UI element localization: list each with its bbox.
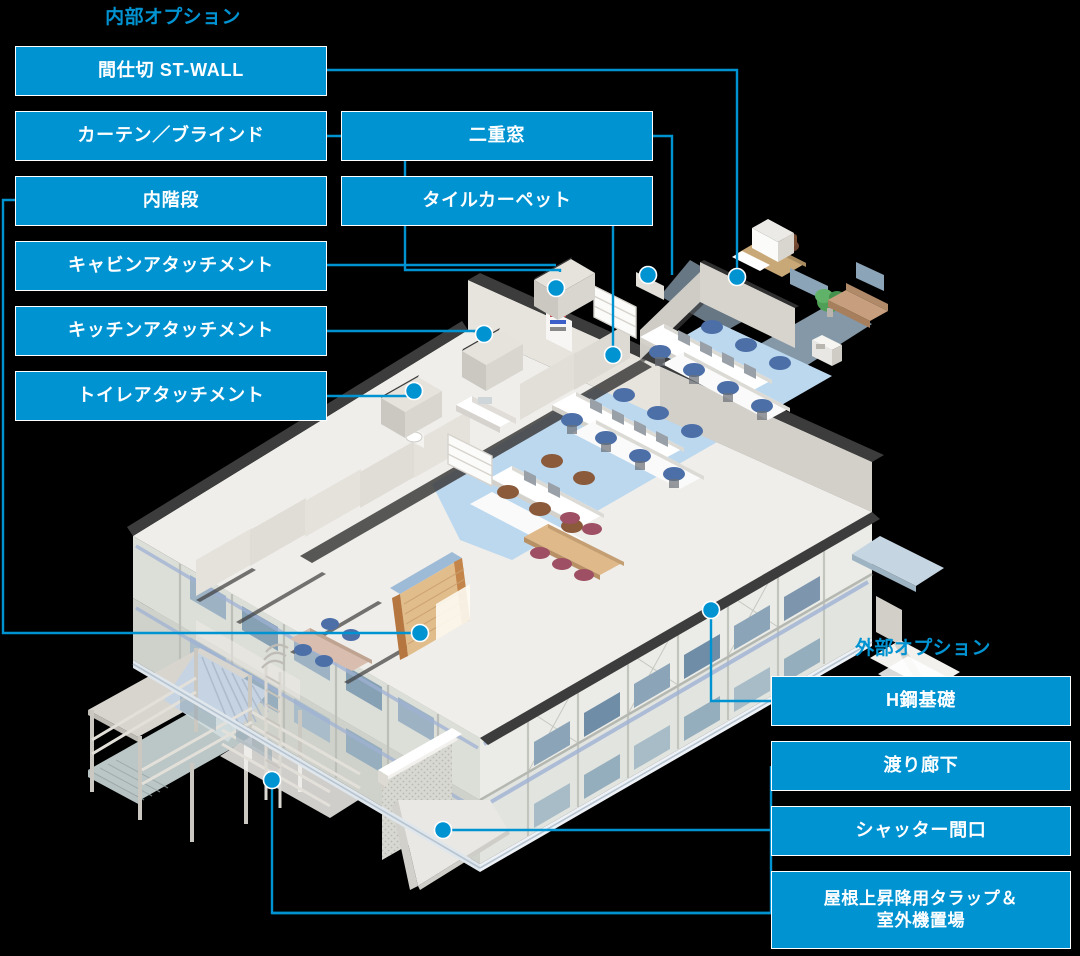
option-box-st-wall[interactable]: 間仕切 ST-WALL xyxy=(15,46,327,96)
meeting-table-small xyxy=(290,618,372,671)
open-office-furniture xyxy=(290,320,791,671)
interior-section-title: 内部オプション xyxy=(105,7,241,28)
option-box-inner-stairs[interactable]: 内階段 xyxy=(15,176,327,226)
windows-se-lower xyxy=(534,638,820,828)
dot-shutter xyxy=(433,820,453,840)
meeting-table xyxy=(524,512,624,581)
option-box-kitchen-attachment[interactable]: キッチンアタッチメント xyxy=(15,306,327,356)
exec-desk xyxy=(736,240,806,277)
option-box-shutter-opening[interactable]: シャッター間口 xyxy=(771,806,1071,856)
building-group xyxy=(88,219,968,890)
connector-walkway xyxy=(270,766,773,915)
exec-desk-return xyxy=(732,251,770,271)
dot-tile-carpet xyxy=(603,345,623,365)
shutter-ramp xyxy=(398,800,508,886)
wall-southwest-top-edge xyxy=(127,321,468,536)
shelving-units xyxy=(447,284,637,488)
chairs-brown-c xyxy=(497,454,595,533)
option-box-tile-carpet[interactable]: タイルカーペット xyxy=(341,176,653,226)
connector-curtain-b xyxy=(414,268,562,272)
reception-window xyxy=(856,262,884,291)
facade-floor-line-se xyxy=(479,572,873,802)
attachment-modules xyxy=(381,257,595,438)
connector-st-wall xyxy=(327,68,739,277)
chairs-blue-a xyxy=(649,320,791,413)
connector-h-steel xyxy=(709,610,771,703)
dot-cabin xyxy=(546,278,566,298)
option-box-h-steel-foundation[interactable]: H鋼基礎 xyxy=(771,676,1071,726)
dot-inner-stairs xyxy=(410,623,430,643)
floor-carpet-reception xyxy=(760,304,872,366)
sofa xyxy=(828,283,888,328)
connector-double-window xyxy=(653,134,674,275)
desk-cluster-b xyxy=(552,388,704,489)
entrance-door xyxy=(876,596,902,646)
toilet-attachment-module xyxy=(381,375,442,438)
office-cabinet xyxy=(752,228,778,262)
chairs-magenta xyxy=(530,512,602,581)
chairs-blue-b xyxy=(561,388,703,481)
kitchen-counter xyxy=(456,396,516,433)
dot-st-wall xyxy=(727,267,747,287)
connector-inner-stairs xyxy=(1,198,420,635)
dot-h-steel xyxy=(701,600,721,620)
option-box-curtain-blind[interactable]: カーテン／ブラインド xyxy=(15,111,327,161)
dot-curtain xyxy=(638,265,658,285)
option-box-cabin-attachment[interactable]: キャビンアタッチメント xyxy=(15,241,327,291)
desk-cluster-a xyxy=(640,320,791,420)
option-box-toilet-attachment[interactable]: トイレアタッチメント xyxy=(15,371,327,421)
connector-dots xyxy=(262,265,747,840)
shutter-opening xyxy=(378,728,510,890)
option-box-roof-ladder-outdoor-unit[interactable]: 屋根上昇降用タラップ＆ 室外機置場 xyxy=(771,871,1071,949)
wall-southeast-cut-edge xyxy=(480,512,880,745)
dot-toilet xyxy=(404,381,424,401)
exterior-section-title: 外部オプション xyxy=(855,638,991,659)
option-box-double-window[interactable]: 二重窓 xyxy=(341,111,653,161)
left-block-fixtures xyxy=(404,272,664,488)
dot-ladder xyxy=(262,770,282,790)
option-box-connecting-corridor[interactable]: 渡り廊下 xyxy=(771,741,1071,791)
exterior-walkway xyxy=(88,648,361,842)
dot-kitchen xyxy=(474,324,494,344)
wall-north-shadow xyxy=(660,367,872,512)
